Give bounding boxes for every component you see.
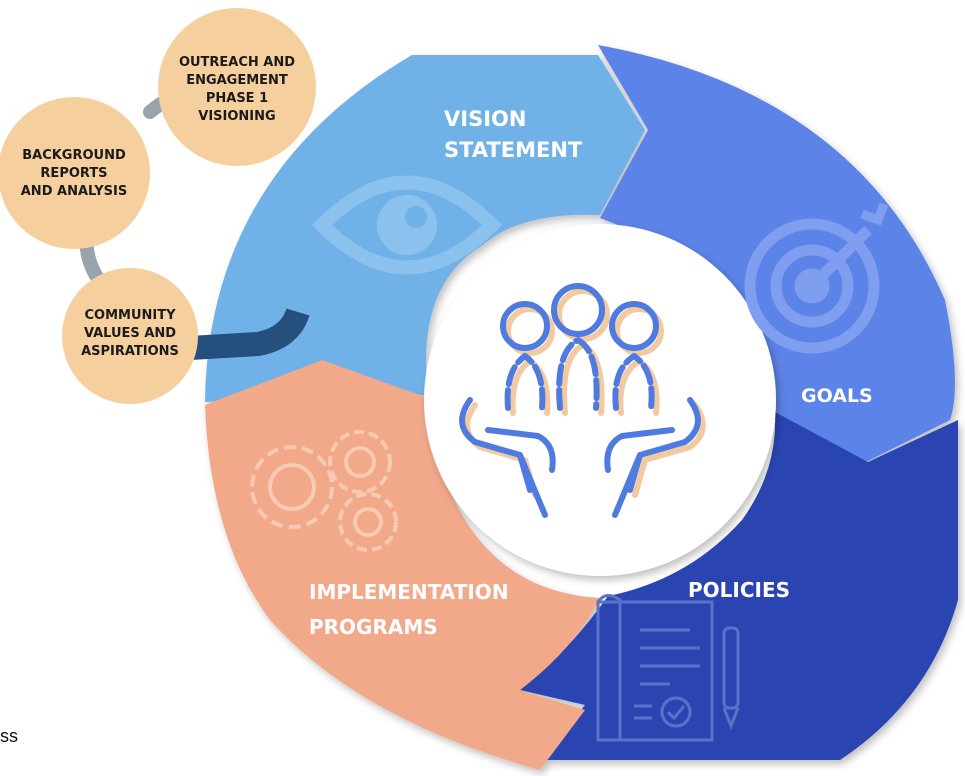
document-pen-icon	[596, 594, 740, 742]
policies-label: POLICIES	[688, 578, 790, 602]
outreach-line-3: PHASE 1	[206, 91, 268, 106]
target-icon	[744, 202, 889, 354]
bubble-community: COMMUNITY VALUES AND ASPIRATIONS	[62, 268, 198, 404]
community-line-1: COMMUNITY	[84, 308, 176, 323]
outreach-line-1: OUTREACH AND	[179, 55, 295, 70]
implementation-label-line1: IMPLEMENTATION	[309, 580, 509, 604]
community-line-2: VALUES AND	[84, 326, 176, 341]
people-in-hands-icon	[459, 283, 706, 518]
vision-label-line1: VISION	[444, 107, 526, 131]
outreach-line-4: VISIONING	[198, 109, 275, 124]
community-line-3: ASPIRATIONS	[81, 344, 179, 359]
segment-policies	[520, 412, 958, 760]
background-line-2: REPORTS	[40, 166, 107, 181]
segment-implementation	[205, 360, 600, 770]
connector-arc	[189, 307, 310, 360]
cropped-text-fragment: ss	[0, 726, 18, 746]
implementation-label-line2: PROGRAMS	[309, 615, 438, 639]
background-line-3: AND ANALYSIS	[21, 184, 128, 199]
vision-label-line2: STATEMENT	[444, 138, 583, 162]
eye-icon	[312, 175, 502, 275]
bubble-outreach: OUTREACH AND ENGAGEMENT PHASE 1 VISIONIN…	[158, 8, 316, 166]
goals-label: GOALS	[801, 385, 873, 407]
outreach-line-2: ENGAGEMENT	[186, 73, 288, 88]
background-line-1: BACKGROUND	[22, 148, 126, 163]
bubble-background: BACKGROUND REPORTS AND ANALYSIS	[0, 97, 150, 249]
gears-icon	[250, 430, 398, 552]
segment-goals	[598, 45, 955, 465]
